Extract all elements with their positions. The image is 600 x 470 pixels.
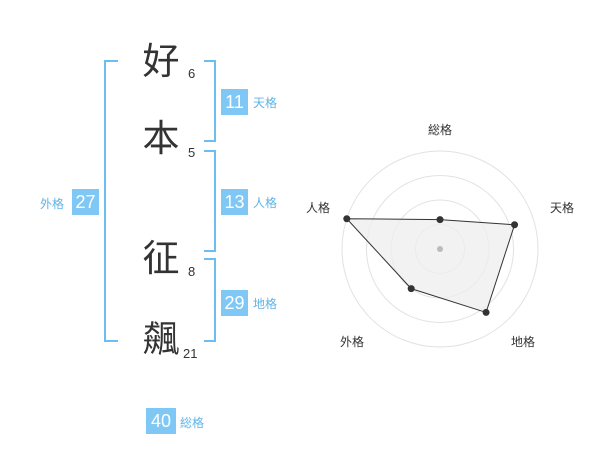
soukaku-label: 総格: [180, 416, 205, 430]
radar-ring: [366, 175, 514, 323]
stroke-count-3: 8: [188, 264, 196, 279]
radar-label-jinkaku: 人格: [306, 201, 331, 215]
stroke-count-1: 6: [188, 66, 196, 81]
radar-center-dot: [437, 246, 443, 252]
radar-point-5: [343, 215, 351, 223]
radar-polygon: [345, 218, 516, 314]
chikaku-value: 29: [221, 290, 248, 316]
radar-point-2: [511, 221, 519, 229]
chikaku-label: 地格: [253, 297, 278, 311]
radar-ring: [341, 150, 539, 348]
name-char-1: 好: [142, 40, 180, 83]
radar-label-chikaku: 地格: [511, 335, 536, 349]
tenkaku-label: 天格: [253, 96, 278, 110]
gaikaku-value: 27: [72, 189, 99, 215]
jinkaku-value: 13: [221, 189, 248, 215]
name-char-3: 征: [142, 237, 180, 280]
name-char-2: 本: [142, 117, 180, 160]
stroke-count-2: 5: [188, 145, 196, 160]
tenkaku-bracket: [204, 60, 216, 142]
radar-point-1: [436, 216, 444, 224]
radar-label-soukaku: 総格: [428, 123, 453, 137]
gaikaku-bracket: [104, 60, 118, 342]
chikaku-bracket: [204, 258, 216, 342]
name-char-4: 飆: [142, 318, 180, 361]
stroke-count-4: 21: [183, 346, 198, 361]
radar-label-tenkaku: 天格: [550, 201, 575, 215]
radar-shape: [343, 215, 519, 316]
jinkaku-bracket: [204, 150, 216, 252]
jinkaku-label: 人格: [253, 196, 278, 210]
radar-point-4: [407, 285, 415, 293]
gaikaku-label: 外格: [40, 197, 65, 211]
soukaku-value: 40: [146, 408, 176, 434]
tenkaku-value: 11: [221, 89, 248, 115]
radar-label-gaikaku: 外格: [340, 335, 365, 349]
radar-point-3: [482, 308, 490, 316]
